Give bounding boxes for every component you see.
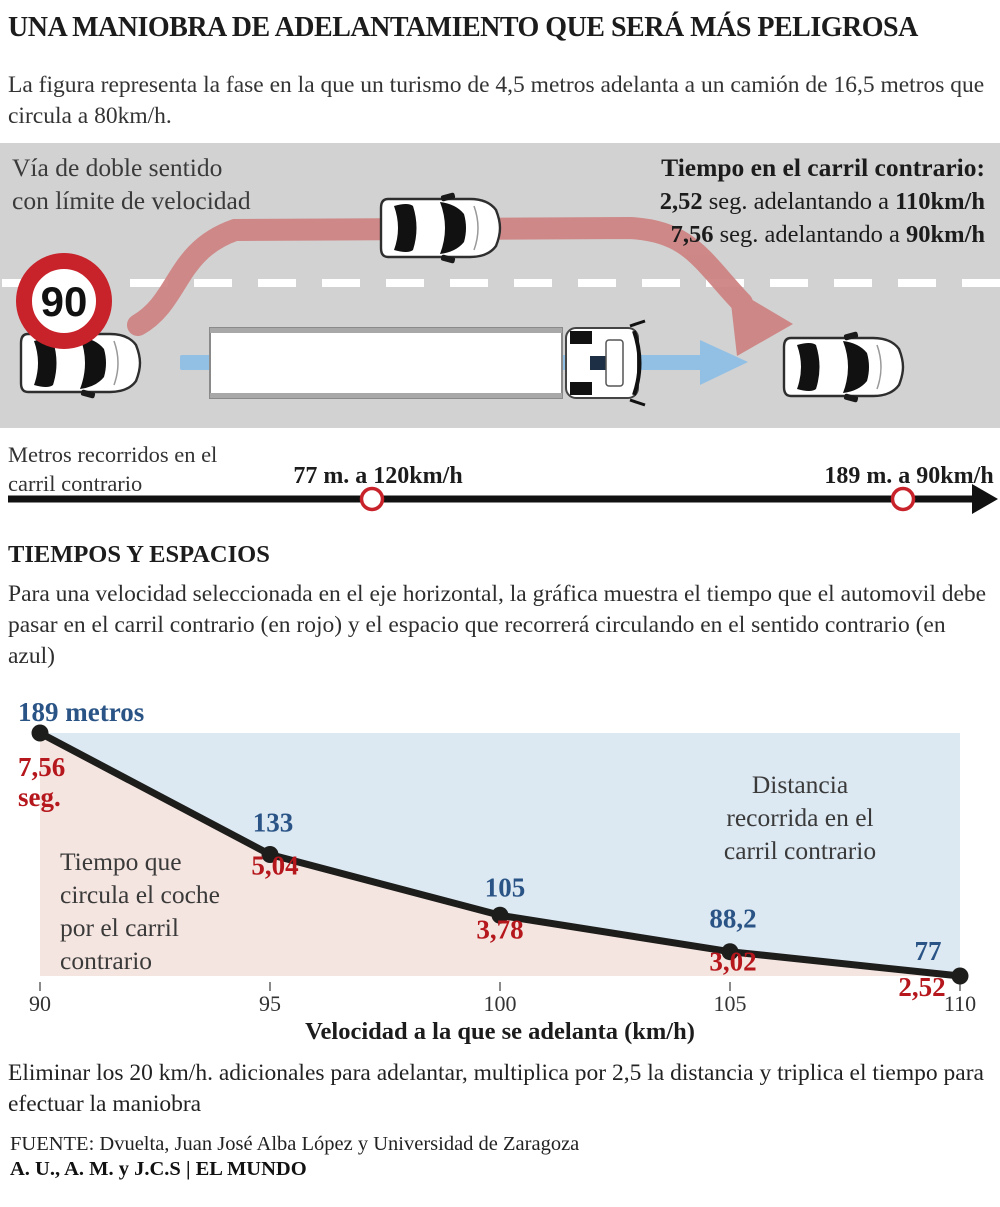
distance-axis-label: Metros recorridos en el carril contrario — [8, 442, 218, 496]
x-tick-label: 95 — [259, 991, 281, 1016]
speed-110: 110km/h — [895, 188, 985, 215]
x-tick-label: 90 — [29, 991, 51, 1016]
speed-limit-sign: 90 — [16, 253, 112, 349]
road-note: Vía de doble sentido con límite de veloc… — [12, 153, 251, 215]
x-axis-title: Velocidad a la que se adelanta (km/h) — [305, 1018, 695, 1045]
data-point — [261, 846, 279, 863]
axis-marker — [359, 486, 385, 512]
distance-value-label: 77 — [915, 936, 942, 966]
speed-limit-value: 90 — [41, 278, 88, 325]
time-value-label: 2,52 — [898, 972, 945, 1002]
distance-value-label: 133 — [253, 808, 294, 838]
time-text-110: seg. adelantando a — [702, 188, 896, 215]
speed-90: 90km/h — [906, 221, 985, 248]
distance-axis-svg: 77 m. a 120km/h 189 m. a 90km/h — [8, 463, 998, 514]
section-title: TIEMPOS Y ESPACIOS — [8, 541, 270, 568]
time-box-line-2: 7,56 seg. adelantando a 90km/h — [660, 218, 985, 251]
time-value-110: 2,52 — [659, 188, 703, 215]
truck — [209, 319, 646, 407]
data-point — [31, 724, 49, 742]
road-scene-svg: 90 — [2, 191, 1000, 407]
time-value-label: 3,78 — [476, 914, 523, 944]
time-value-label: 3,02 — [709, 947, 756, 977]
axis-marker — [890, 486, 916, 512]
source-line: FUENTE: Dvuelta, Juan José Alba López y … — [10, 1133, 580, 1155]
data-point — [951, 967, 969, 985]
time-in-opposite-lane-box: Tiempo en el carril contrario: 2,52 seg.… — [660, 151, 985, 251]
time-value-label: 5,04 — [251, 851, 298, 881]
distance-value-label: 88,2 — [709, 904, 756, 934]
page-title: UNA MANIOBRA DE ADELANTAMIENTO QUE SERÁ … — [8, 12, 918, 43]
data-point — [491, 906, 509, 924]
x-tick-label: 110 — [944, 991, 976, 1016]
car-after-overtake — [782, 330, 905, 404]
page-subtitle: La figura representa la fase en la que u… — [8, 72, 985, 129]
distance-value-label: 105 — [485, 872, 526, 902]
distance-axis-arrowhead — [972, 484, 998, 514]
time-area — [40, 733, 960, 976]
distance-value-label: 189 metros — [18, 698, 144, 727]
time-value-90: 7,56 — [670, 221, 714, 248]
data-point — [721, 943, 739, 961]
credits-line: A. U., A. M. y J.C.S | EL MUNDO — [10, 1158, 307, 1180]
x-tick-label: 100 — [484, 991, 517, 1016]
axis-marker-label: 189 m. a 90km/h — [824, 463, 993, 489]
time-box-title: Tiempo en el carril contrario: — [661, 153, 985, 182]
distance-area — [40, 733, 960, 976]
car-in-opposite-lane — [379, 191, 502, 265]
x-tick-label: 105 — [714, 991, 747, 1016]
road-diagram-panel: 90 Vía de doble sentido con límite de ve… — [0, 143, 1000, 428]
footer-note: Eliminar los 20 km/h. adicionales para a… — [8, 1060, 984, 1117]
section-description: Para una velocidad seleccionada en el ej… — [8, 581, 987, 669]
axis-marker-label: 77 m. a 120km/h — [293, 463, 462, 489]
time-box-line-1: 2,52 seg. adelantando a 110km/h — [660, 185, 985, 218]
time-text-90: seg. adelantando a — [713, 221, 907, 248]
